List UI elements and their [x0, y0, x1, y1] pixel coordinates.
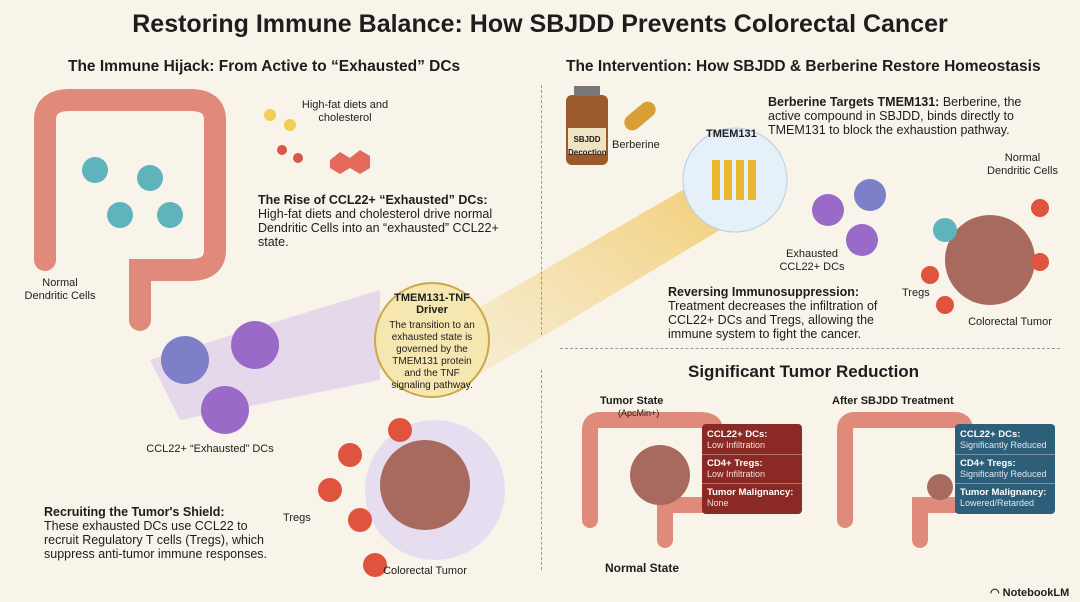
normal-state-label: Normal State	[605, 561, 680, 575]
tumor-state-label: Tumor State	[600, 395, 664, 407]
tregs-label: Tregs	[283, 512, 311, 524]
stat-row: CCL22+ DCs:Low Infiltration	[702, 426, 802, 455]
rise-body: High-fat diets and cholesterol drive nor…	[258, 207, 499, 249]
after-treatment-label: After SBJDD Treatment	[832, 395, 954, 407]
stat-row: CD4+ Tregs:Significantly Reduced	[955, 455, 1055, 484]
rise-heading: The Rise of CCL22+ “Exhausted” DCs:	[258, 193, 488, 207]
diet-label: High-fat diets and cholesterol	[301, 99, 389, 124]
bottle-label: SBJDD Decoction	[568, 135, 607, 157]
shield-body: These exhausted DCs use CCL22 to recruit…	[44, 519, 268, 561]
reverse-heading: Reversing Immunosuppression:	[668, 285, 860, 299]
divider	[541, 370, 542, 570]
exhausted-dc-icon	[161, 321, 279, 434]
tumor-label: Colorectal Tumor	[383, 565, 467, 577]
tmem131-icon	[682, 127, 788, 233]
stat-row: CD4+ Tregs:Low Infiltration	[702, 455, 802, 484]
berberine-capsule-icon	[624, 101, 656, 131]
tregs-label-right: Tregs	[902, 287, 930, 299]
stat-row: CCL22+ DCs:Significantly Reduced	[955, 426, 1055, 455]
tmem131-label: TMEM131	[706, 128, 757, 140]
driver-body: The transition to an exhausted state is …	[389, 320, 475, 391]
driver-title: TMEM131-TNF Driver	[394, 292, 470, 316]
exhausted-dc-label: CCL22+ “Exhausted” DCs	[146, 443, 274, 455]
page-title: Restoring Immune Balance: How SBJDD Prev…	[132, 10, 948, 38]
tregs-icon	[318, 418, 412, 577]
left-subtitle: The Immune Hijack: From Active to “Exhau…	[68, 58, 461, 75]
tumor-label-right: Colorectal Tumor	[968, 316, 1052, 328]
reduction-heading: Significant Tumor Reduction	[688, 362, 920, 381]
exhausted-dc-label-right: Exhausted CCL22+ DCs	[779, 248, 845, 273]
fat-molecules-icon	[264, 109, 370, 174]
berberine-label: Berberine	[612, 139, 660, 151]
right-subtitle: The Intervention: How SBJDD & Berberine …	[566, 58, 1041, 75]
colon-normal-icon	[34, 89, 226, 331]
dendritic-cells-icon	[82, 157, 183, 228]
target-body: Berberine, the active compound in SBJDD,…	[768, 95, 1022, 137]
before-stats-box: CCL22+ DCs:Low Infiltration CD4+ Tregs:L…	[702, 424, 802, 514]
normal-dc-label: Normal Dendritic Cells	[24, 277, 96, 302]
berberine-beam	[440, 180, 720, 380]
brand-icon: ◠	[990, 587, 1003, 599]
tumor-left-icon	[365, 420, 505, 560]
reverse-body: Treatment decreases the infiltration of …	[668, 299, 878, 341]
divider	[541, 85, 542, 335]
tumor-state-sub: (ApcMin+)	[618, 408, 660, 418]
stat-row: Tumor Malignancy:None	[707, 487, 794, 508]
target-heading: Berberine Targets TMEM131:	[768, 95, 940, 109]
divider	[560, 348, 1060, 349]
normal-dc-label-right: Normal Dendritic Cells	[987, 152, 1058, 177]
shield-heading: Recruiting the Tumor's Shield:	[44, 505, 225, 519]
tumor-right-icon	[921, 199, 1049, 314]
after-stats-box: CCL22+ DCs:Significantly Reduced CD4+ Tr…	[955, 424, 1055, 514]
stat-row: Tumor Malignancy:Lowered/Retarded	[960, 487, 1047, 508]
decoction-bottle-icon	[566, 86, 608, 165]
brand-logo: ◠ NotebookLM	[990, 587, 1070, 599]
